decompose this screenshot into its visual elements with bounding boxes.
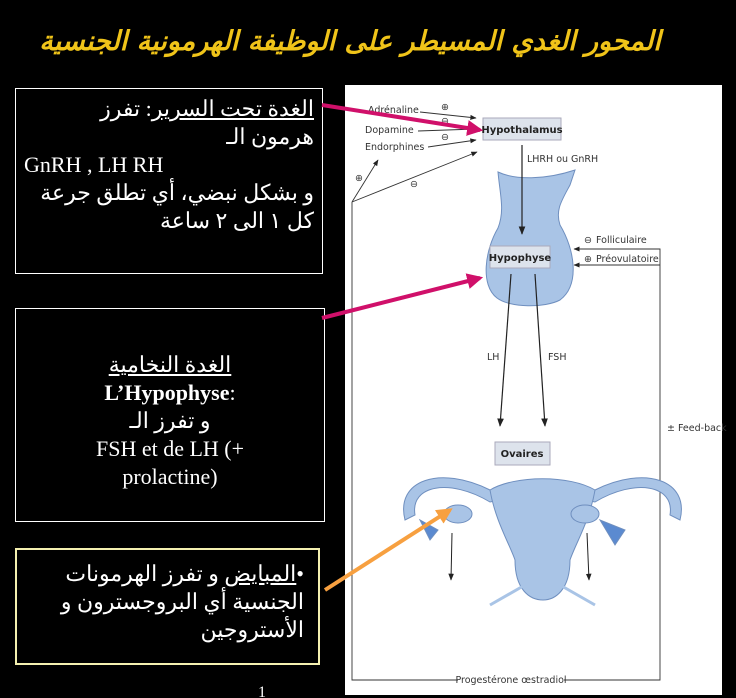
ovary-output-arrow-left: [448, 532, 454, 581]
hypophyse-label: Hypophyse: [489, 253, 552, 264]
text-bold: Hypophyse: [124, 380, 230, 405]
ovaries-textbox: •المبايض و تفرز الهرمونات الجنسية أي الب…: [15, 548, 320, 665]
hypophyse-box: [489, 245, 551, 269]
minus-sign: ⊖: [441, 132, 449, 143]
lh-label: LH: [487, 352, 499, 363]
fsh-arrow: [534, 273, 548, 427]
endorphines-arrow: [427, 138, 477, 148]
progesterone-label: Progestérone œstradiol: [455, 675, 566, 686]
orange-pointer-arrow-ovaries: [323, 508, 453, 592]
plus-sign: ⊕: [584, 254, 592, 265]
plus-sign: ⊕: [441, 102, 449, 113]
text-line: و بشكل نبضي، أي تطلق جرعة: [40, 180, 314, 205]
ovaries-heading: المبايض: [224, 561, 297, 586]
text-line: الأستروجين: [200, 617, 304, 642]
text-line: prolactine): [122, 464, 218, 489]
ovaires-label: Ovaires: [501, 449, 544, 460]
hypothalamus-heading: الغدة تحت السرير: [151, 96, 314, 121]
text-line: و تفرز الهرمونات: [65, 561, 225, 586]
fsh-label: FSH: [548, 352, 566, 363]
hypothalamus-textbox: الغدة تحت السرير: تفرز هرمون الـ GnRH , …: [15, 88, 323, 274]
text-suffix: :: [229, 380, 236, 405]
lhrh-label: LHRH ou GnRH: [527, 154, 598, 165]
bullet: •: [296, 561, 304, 586]
feedback-minus-arrow: [351, 151, 478, 203]
ovary-output-arrow-right: [585, 532, 592, 581]
text-line: كل ١ الى ٢ ساعة: [159, 208, 314, 233]
minus-sign: ⊖: [441, 116, 449, 127]
pink-pointer-arrow-hypophyse: [321, 273, 484, 320]
endorphines-label: Endorphines: [365, 142, 424, 153]
dopamine-label: Dopamine: [365, 125, 414, 136]
lh-arrow: [497, 273, 512, 427]
minus-sign: ⊖: [584, 235, 592, 246]
preovulatoire-label: Préovulatoire: [596, 254, 659, 265]
plus-sign: ⊕: [355, 173, 363, 184]
text-line: هرمون الـ: [226, 124, 314, 149]
page-number: 1: [258, 684, 266, 698]
adrenaline-label: Adrénaline: [368, 105, 419, 116]
hypophyse-heading: الغدة النخامية: [108, 352, 232, 377]
minus-sign: ⊖: [410, 179, 418, 190]
ovaires-box: [494, 441, 551, 466]
feedback-plus-arrow: [351, 159, 379, 203]
pituitary-illustration: [485, 169, 576, 307]
slide-title: المحور الغدي المسيطر على الوظيفة الهرمون…: [39, 26, 661, 57]
text-line: FSH et de LH (+: [95, 436, 245, 461]
text-line: : تفرز: [100, 96, 152, 121]
pink-pointer-arrow-hypothalamus: [321, 103, 484, 136]
feedback-line-right: [564, 248, 661, 681]
text-line: L’Hypophyse:: [16, 379, 324, 407]
feedback-label: ± Feed-back: [667, 423, 727, 434]
hypophyse-textbox: الغدة النخامية L’Hypophyse: و تفرز الـ F…: [15, 308, 325, 522]
uterus-illustration: [403, 477, 682, 607]
text-line: GnRH , LH RH: [24, 152, 164, 177]
folliculaire-label: Folliculaire: [596, 235, 647, 246]
feedback-line-left: [351, 202, 458, 681]
hypothalamus-label: Hypothalamus: [481, 125, 562, 136]
text-prefix: L’: [104, 380, 125, 405]
text-line: و تفرز الـ: [129, 408, 211, 433]
adrenaline-arrow: [419, 111, 477, 120]
text-line: الجنسية أي البروجسترون و: [60, 589, 304, 614]
